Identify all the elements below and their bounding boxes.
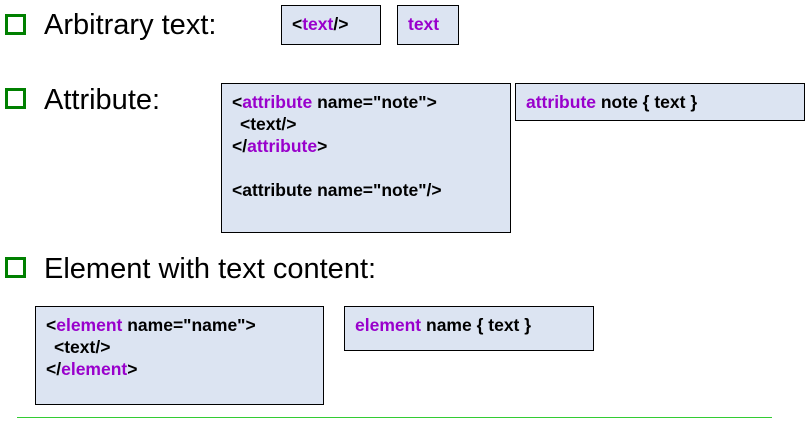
- bullet-square-icon: [5, 14, 26, 35]
- attribute-name-note: name="note">: [312, 92, 437, 112]
- xml-close-end: >: [317, 136, 328, 156]
- xml-close-bracket: </: [232, 136, 248, 156]
- section-label-element: Element with text content:: [44, 253, 377, 285]
- xml-syntax-box-attribute: <attribute name="note"><text/></attribut…: [221, 83, 511, 233]
- xml-text-element: <text/>: [240, 114, 297, 134]
- divider: [17, 417, 772, 418]
- section-label-attribute: Attribute:: [44, 84, 161, 116]
- compact-syntax-box-element: element name { text }: [344, 306, 594, 351]
- xml-text-element: <text/>: [54, 337, 111, 357]
- xml-open-bracket: <: [292, 14, 303, 34]
- xml-open-bracket: <: [232, 92, 243, 112]
- keyword-text: text: [302, 14, 334, 34]
- xml-syntax-box-element: <element name="name"><text/></element>: [35, 306, 324, 405]
- keyword-element: element: [355, 315, 422, 335]
- keyword-attribute: attribute: [526, 92, 596, 112]
- keyword-attribute: attribute: [242, 92, 313, 112]
- compact-syntax-box-text: text: [397, 5, 459, 45]
- xml-close-end: >: [127, 359, 138, 379]
- xml-syntax-box-text: <text/>: [281, 5, 381, 45]
- compact-syntax-box-attribute: attribute note { text }: [515, 83, 805, 121]
- keyword-text: text: [408, 14, 440, 34]
- section-label-arbitrary-text: Arbitrary text:: [44, 9, 217, 41]
- compact-attribute-rest: note { text }: [596, 92, 698, 112]
- bullet-square-icon: [5, 257, 26, 278]
- xml-open-bracket: <: [46, 315, 57, 335]
- xml-attribute-shorthand: <attribute name="note"/>: [232, 180, 442, 200]
- keyword-element: element: [56, 315, 123, 335]
- compact-element-rest: name { text }: [421, 315, 532, 335]
- bullet-square-icon: [5, 88, 26, 109]
- xml-self-close: />: [333, 14, 349, 34]
- xml-close-bracket: </: [46, 359, 62, 379]
- keyword-attribute: attribute: [247, 136, 318, 156]
- keyword-element: element: [61, 359, 128, 379]
- element-name-attr: name="name">: [122, 315, 256, 335]
